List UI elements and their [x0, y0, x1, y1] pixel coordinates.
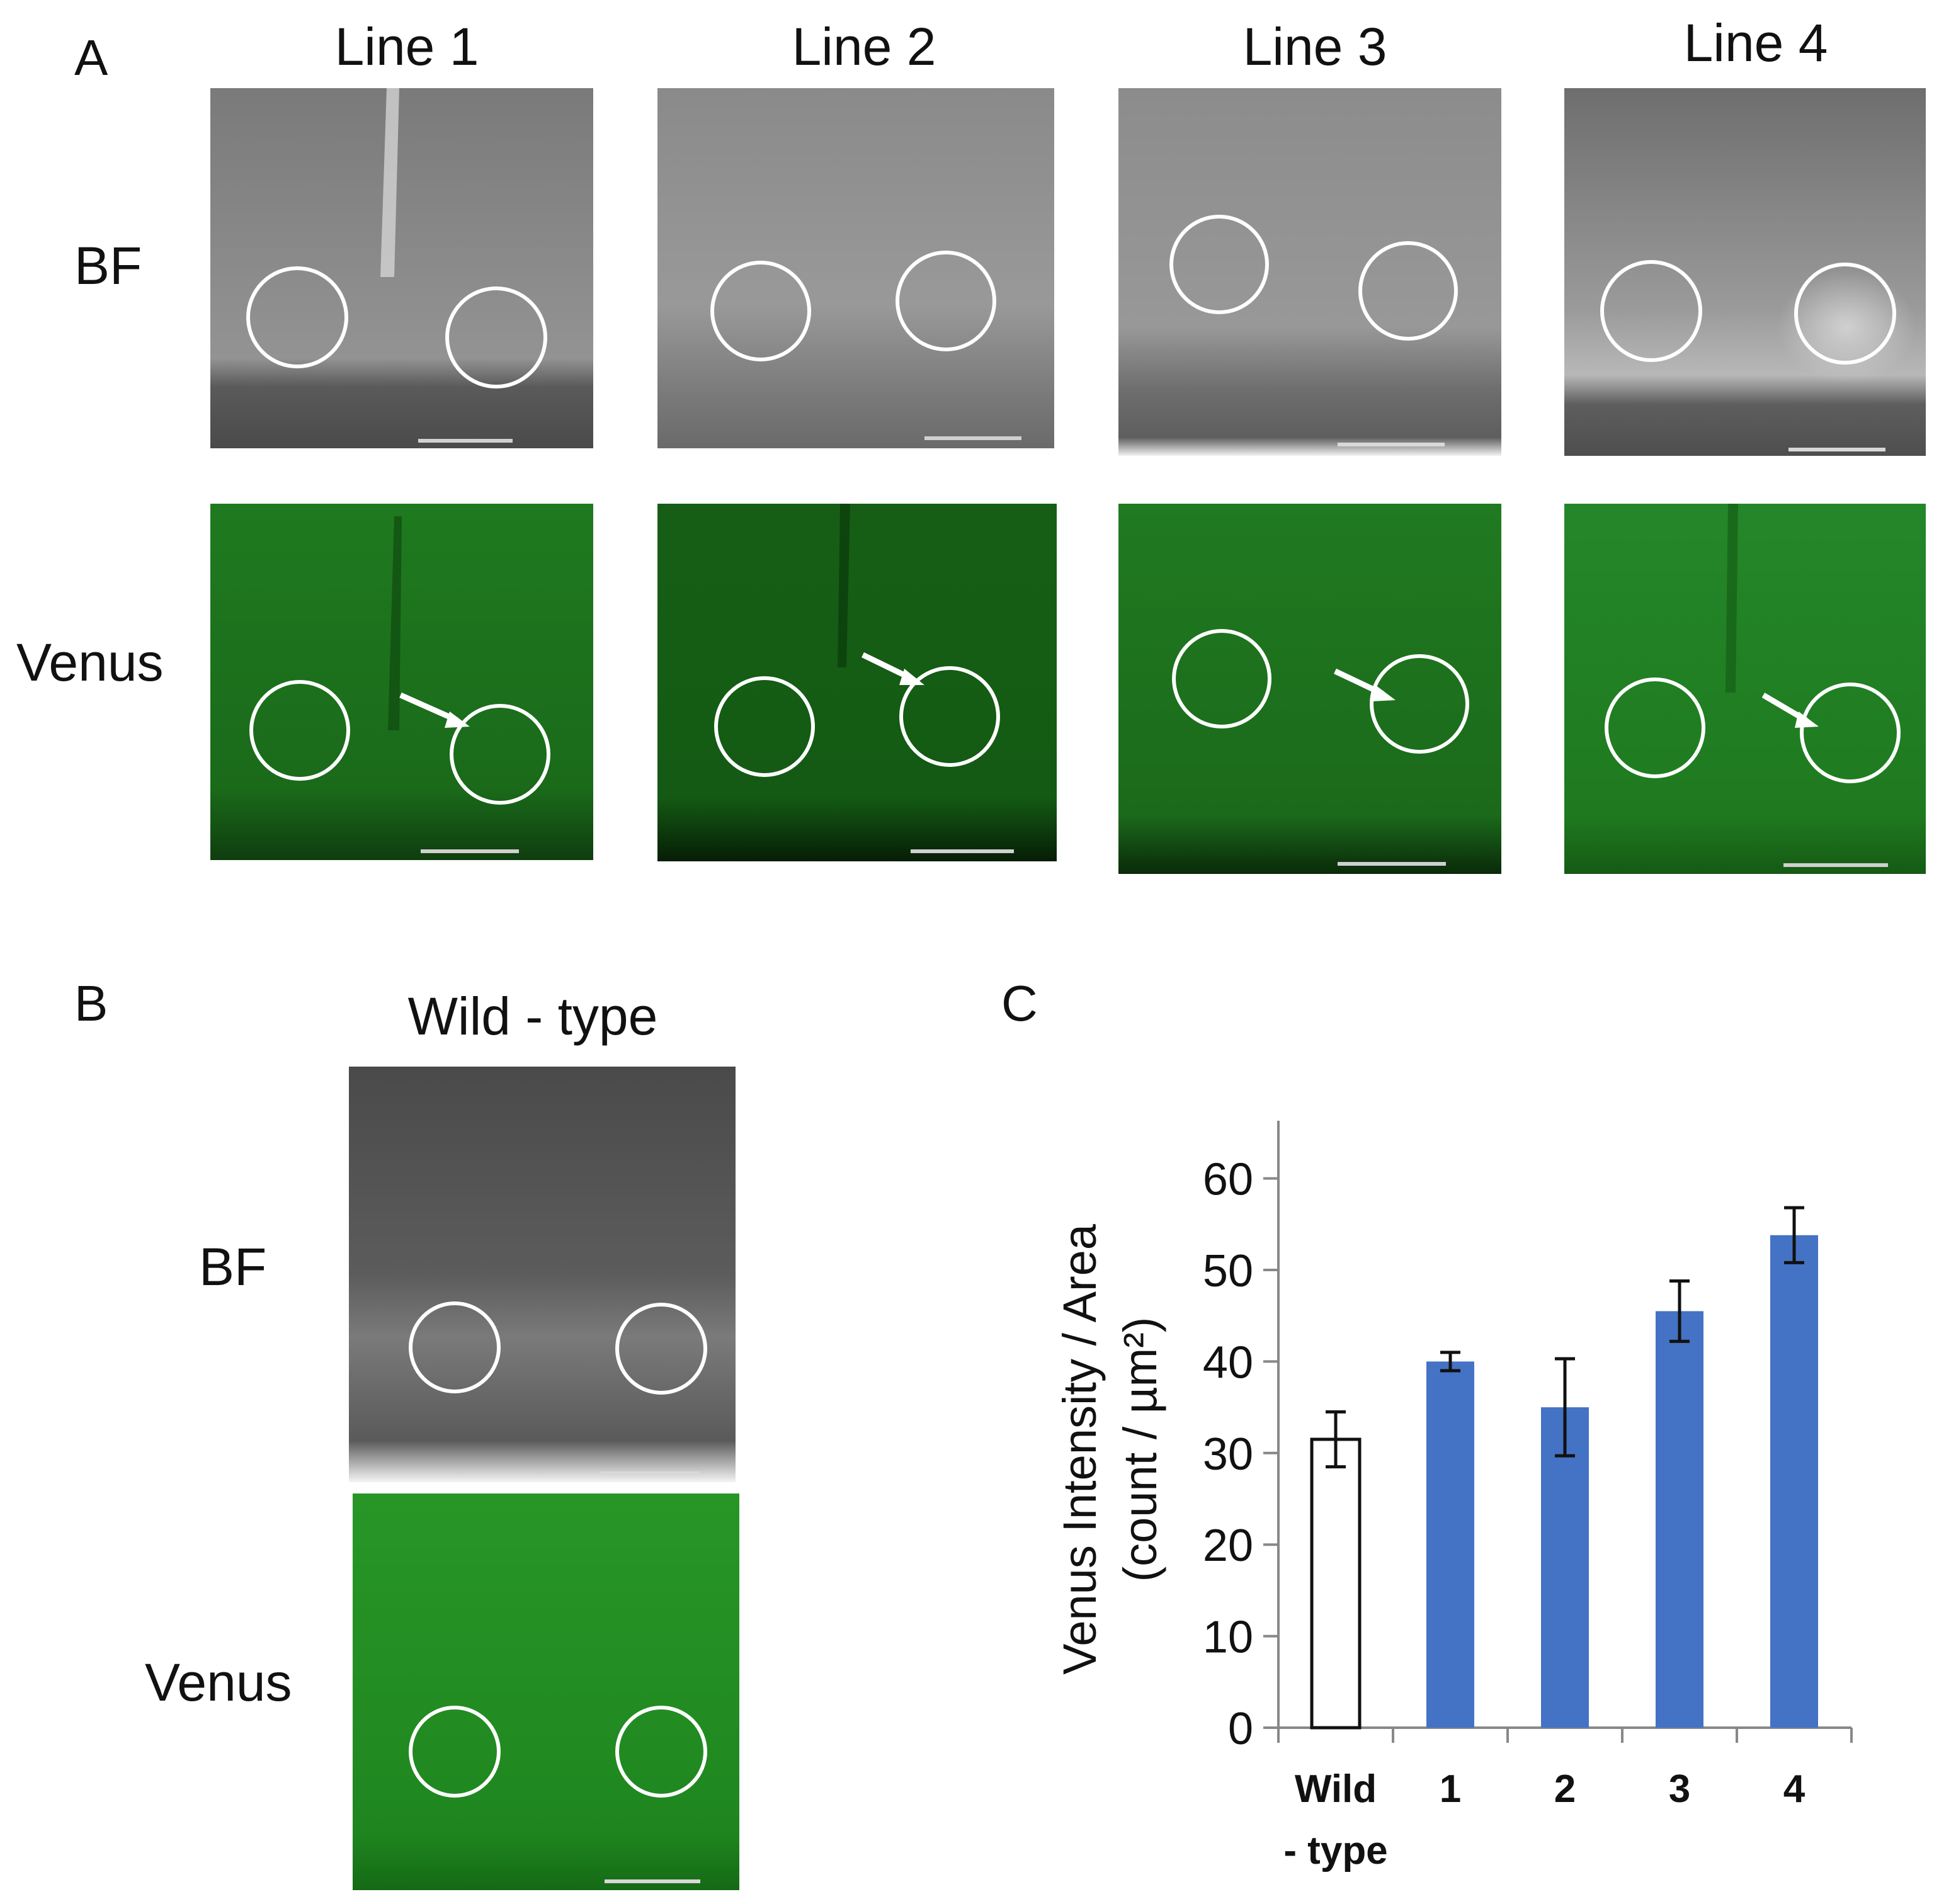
y-tick-label-40: 40: [1203, 1337, 1253, 1388]
bf-image-wild-type: [349, 1067, 736, 1482]
venus-image-line-2: [657, 504, 1057, 861]
y-axis-label-line-0: Venus Intensity / Area: [1054, 1223, 1106, 1675]
panel-c-letter: C: [1001, 975, 1038, 1031]
bar-0: [1310, 1437, 1362, 1730]
y-tick-label-20: 20: [1203, 1521, 1253, 1571]
x-tick-label-0-line-1: - type: [1283, 1829, 1387, 1873]
bar-1: [1426, 1361, 1474, 1728]
panel-b-letter: B: [74, 975, 108, 1031]
bf-image-line-2: [657, 88, 1054, 448]
x-tick-label-3: 3: [1669, 1767, 1690, 1811]
bf-image-line-1: [210, 88, 593, 448]
row-label-venus: Venus: [16, 633, 164, 692]
x-tick-label-4: 4: [1783, 1767, 1805, 1811]
y-tick-label-30: 30: [1203, 1429, 1253, 1480]
bar-3: [1656, 1311, 1703, 1728]
bar-4: [1770, 1235, 1818, 1728]
column-title-line-4: Line 4: [1683, 13, 1828, 72]
bf-image-line-3: [1118, 88, 1501, 456]
venus-image-line-1: [210, 504, 593, 860]
y-tick-label-50: 50: [1203, 1246, 1253, 1296]
bar-2: [1541, 1407, 1589, 1728]
y-tick-label-60: 60: [1203, 1155, 1253, 1205]
panel-b-title: Wild - type: [407, 987, 658, 1046]
y-tick-label-10: 10: [1203, 1612, 1253, 1663]
venus-image-wild-type: [353, 1493, 739, 1890]
y-axis-label-line-1: (count / µm²): [1114, 1317, 1166, 1582]
panel-b-row-label-venus: Venus: [145, 1653, 292, 1712]
y-tick-label-0: 0: [1228, 1704, 1253, 1754]
bf-image-line-4: [1564, 88, 1926, 456]
venus-image-line-4: [1564, 504, 1926, 874]
x-tick-label-2: 2: [1554, 1767, 1576, 1811]
column-title-line-1: Line 1: [334, 17, 479, 76]
venus-image-line-3: [1118, 504, 1501, 874]
row-label-bf: BF: [74, 236, 142, 295]
x-tick-label-1: 1: [1440, 1767, 1461, 1811]
panel-a-letter: A: [74, 30, 108, 86]
column-title-line-3: Line 3: [1242, 17, 1387, 76]
column-title-line-2: Line 2: [792, 17, 936, 76]
panel-b-row-label-bf: BF: [199, 1237, 267, 1296]
x-tick-label-0-line-0: Wild: [1295, 1767, 1377, 1811]
